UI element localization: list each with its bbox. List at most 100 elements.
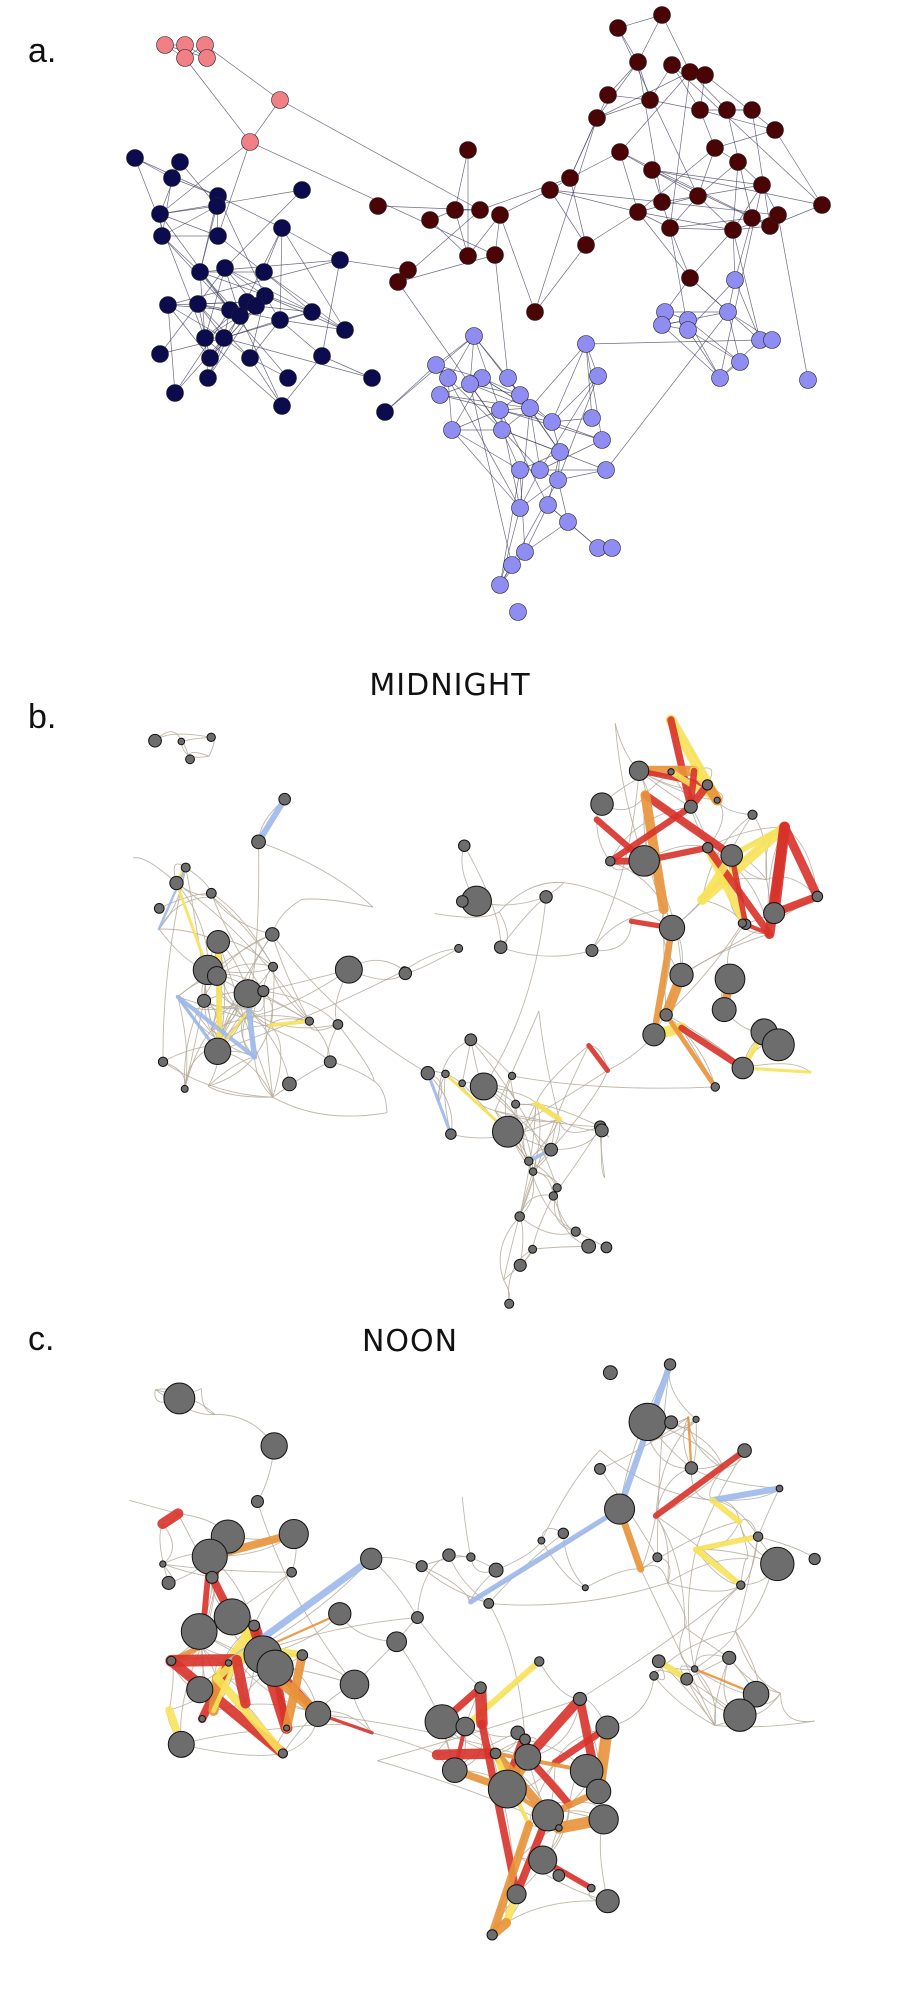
network-node [653,6,671,24]
network-edge [167,304,225,339]
network-edge [499,507,521,586]
flow-node [328,1602,352,1626]
background-edge [585,1568,641,1589]
flow-node [206,732,216,742]
network-edge [199,205,218,273]
network-node [597,461,615,479]
network-node [549,471,567,489]
flow-node [528,1244,538,1254]
network-edge [605,311,729,471]
background-edge [519,1103,537,1217]
background-edge [500,946,593,957]
network-node [191,263,209,281]
background-edge [207,1085,273,1098]
background-edge [438,1039,471,1102]
network-node [766,121,784,139]
network-node [459,141,477,159]
background-edge [404,947,459,971]
network-node [681,269,699,287]
network-node [583,409,601,427]
network-edge [687,329,721,379]
network-node [459,247,477,265]
background-edge [243,1017,331,1063]
flow-nodes [159,1358,821,1941]
network-node [199,369,217,387]
network-edge [439,394,531,409]
flow-node [722,1650,737,1665]
flow-edge [282,1650,307,1733]
background-edge [535,1045,590,1104]
background-edge [258,841,374,908]
network-edge [669,227,734,231]
network-node [151,205,169,223]
network-node [724,221,742,239]
network-node [389,273,407,291]
flow-edge [157,1508,184,1530]
network-node [511,499,529,517]
network-edge [159,303,199,355]
flow-node [169,875,184,891]
flow-node [702,842,714,854]
flow-edge [431,1748,501,1761]
network-node [696,66,714,84]
flow-node [161,1575,176,1590]
network-edge [661,201,779,216]
flow-node [224,1659,233,1667]
network-edge [669,71,691,229]
network-edge [697,184,763,197]
flow-node [206,966,227,986]
flow-edge [175,881,210,972]
background-edge [132,857,177,884]
flow-nodes [148,732,824,1309]
background-edge [640,1565,669,1584]
flow-node [605,856,616,867]
network-edge [204,305,257,339]
background-edge [563,882,673,929]
background-edge [500,896,547,948]
flow-node [594,1462,606,1475]
flow-node [747,809,758,820]
flow-node [251,834,266,850]
background-edge [579,1584,742,1700]
flow-node [690,1665,699,1673]
network-node [769,206,787,224]
flow-node [265,927,280,942]
background-edge [470,1039,558,1188]
flow-node [507,1071,517,1081]
network-edge [637,211,734,231]
network-edge [777,214,809,381]
flow-node [167,1730,195,1758]
flow-node [153,903,165,914]
flow-node [514,1211,525,1222]
network-node [691,101,709,119]
flow-edge [533,1100,563,1122]
network-node [589,367,607,385]
network-node [461,375,479,393]
network-edge [279,319,323,357]
network-edge [239,315,283,407]
network-edge [454,149,469,211]
flow-node [600,1241,613,1254]
network-edge [499,189,551,216]
flow-node [267,961,279,972]
network-edge [217,195,266,297]
background-edge [649,1418,697,1442]
flow-node [197,993,212,1008]
network-node [743,209,761,227]
background-edge [262,990,274,1098]
midnight-flow-graph [132,714,824,1309]
network-edge [384,335,475,413]
flow-node [684,1461,699,1475]
flow-edge [780,822,822,901]
flow-node [713,796,721,804]
background-edge [248,1008,339,1029]
network-edge [619,71,691,153]
network-node [643,161,661,179]
flow-node [163,1382,196,1415]
flow-node [572,1691,587,1706]
flow-node [458,1079,467,1088]
network-edge [167,304,176,394]
network-node [209,227,227,245]
flow-node [537,1536,546,1545]
network-edge [321,259,341,357]
